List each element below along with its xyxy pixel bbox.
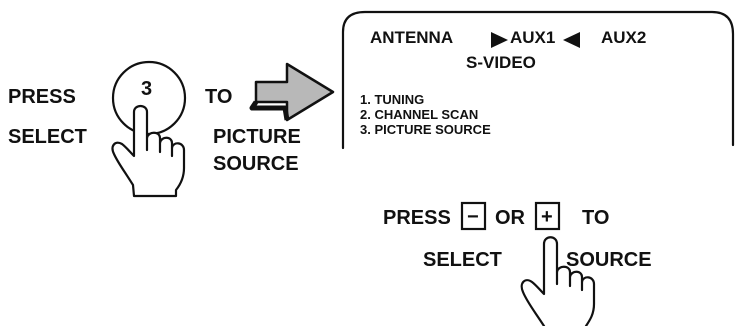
menu-item-picture-source: 3. PICTURE SOURCE [360,122,491,137]
press-label: PRESS [8,86,76,108]
button-3-icon: 3 [111,60,187,136]
menu-item-tuning: 1. TUNING [360,92,424,107]
bottom-select-label: SELECT [423,249,502,271]
picture-label: PICTURE [213,126,301,148]
source-label: SOURCE [213,153,299,175]
plus-key-icon: + [534,201,561,231]
plus-key-label: + [541,206,553,228]
source-antenna: ANTENNA [370,28,453,47]
bottom-to-label: TO [582,207,609,229]
pointing-hand-icon [520,236,596,326]
button-number: 3 [141,78,152,100]
bottom-press-label: PRESS [383,207,451,229]
selection-triangle-left-icon [491,32,508,48]
menu-item-channel-scan: 2. CHANNEL SCAN [360,107,478,122]
to-label: TO [205,86,232,108]
source-aux1: AUX1 [510,28,555,47]
select-label: SELECT [8,126,87,148]
screen-menu: ANTENNA AUX1 AUX2 S-VIDEO 1. TUNING 2. C… [341,10,735,150]
or-label: OR [495,207,526,229]
selection-triangle-right-icon [563,32,580,48]
bottom-source-label: SOURCE [566,249,652,271]
bottom-instruction: PRESS − OR + TO SELECT SOURCE [383,201,652,326]
left-instruction: PRESS SELECT 3 TO PICTURE SOURCE [8,60,335,198]
right-arrow-icon [249,62,335,122]
source-svideo: S-VIDEO [466,53,536,72]
pointing-hand-icon [111,104,186,198]
source-aux2: AUX2 [601,28,646,47]
minus-key-label: − [467,206,479,228]
minus-key-icon: − [460,201,487,231]
